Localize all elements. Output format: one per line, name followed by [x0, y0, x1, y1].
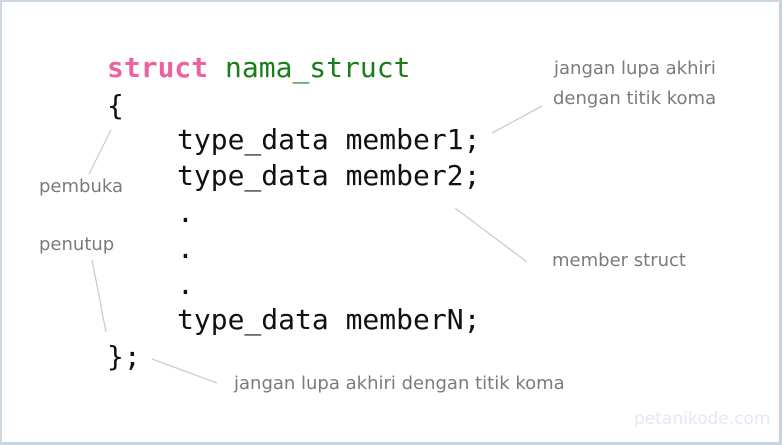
leader-line-opener	[88, 129, 112, 175]
close-brace: };	[107, 340, 141, 373]
leader-line-semicolon-bottom	[151, 358, 218, 384]
annotation-semicolon-top-line2: dengan titik koma	[553, 88, 717, 109]
struct-declaration-line: struct nama_struct	[107, 50, 410, 86]
annotation-members: member struct	[552, 250, 686, 271]
member-line-2: type_data member2;	[177, 159, 481, 192]
member-line-n: type_data memberN;	[177, 303, 481, 336]
annotation-semicolon-top-line1: jangan lupa akhiri	[554, 58, 716, 79]
annotation-opener: pembuka	[39, 176, 124, 197]
leader-line-closer	[91, 259, 107, 333]
leader-line-members	[454, 207, 528, 263]
member-line-1: type_data member1;	[177, 123, 481, 156]
ellipsis-dot-1: .	[177, 196, 194, 229]
ellipsis-dot-2: .	[177, 232, 194, 265]
open-brace: {	[107, 89, 124, 122]
leader-line-semicolon-top	[491, 105, 543, 134]
annotation-closer: penutup	[39, 234, 115, 255]
watermark: petanikode.com	[634, 409, 771, 429]
struct-name: nama_struct	[225, 51, 411, 84]
ellipsis-dot-3: .	[177, 268, 194, 301]
struct-keyword: struct	[107, 51, 209, 84]
annotation-semicolon-bottom: jangan lupa akhiri dengan titik koma	[234, 373, 565, 394]
